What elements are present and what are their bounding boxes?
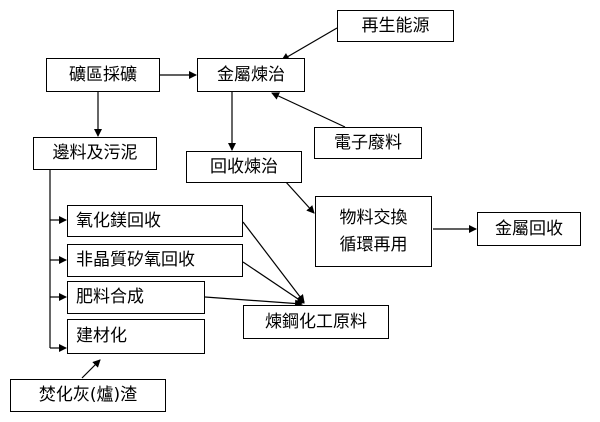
- node-material-exchange-line2: 循環再用: [339, 234, 408, 255]
- node-metal-recovery: 金屬回收: [477, 212, 581, 246]
- node-mining: 礦區採礦: [46, 58, 160, 92]
- arrow-renewable-to-smelting: [281, 27, 338, 61]
- node-fertilizer: 肥料合成: [67, 281, 205, 314]
- node-building-material: 建材化: [67, 319, 205, 354]
- node-renewable-energy: 再生能源: [337, 10, 454, 42]
- arrow-ewaste-to-smelting: [271, 92, 346, 128]
- arrow-ash-to-building: [81, 359, 101, 379]
- node-incinerator-ash: 焚化灰(爐)渣: [10, 379, 166, 412]
- node-recycle-smelting: 回收煉治: [186, 151, 302, 183]
- node-e-waste: 電子廢料: [314, 127, 422, 159]
- node-material-exchange: 物料交換 循環再用: [315, 196, 432, 267]
- arrow-recycle-to-exchange: [284, 180, 315, 214]
- node-material-exchange-line1: 物料交換: [339, 207, 408, 228]
- node-mgo-recovery: 氧化鎂回收: [67, 205, 243, 237]
- arrow-fertilizer-to-steel: [204, 296, 303, 308]
- node-amorphous-silica: 非晶質矽氧回收: [67, 244, 243, 277]
- arrow-silica-to-steel: [242, 261, 305, 304]
- node-steel-raw-material: 煉鋼化工原料: [243, 305, 389, 339]
- node-metal-smelting: 金屬煉治: [197, 58, 305, 92]
- node-scrap-sludge: 邊料及污泥: [33, 137, 157, 170]
- arrow-mgo-to-steel: [242, 221, 305, 303]
